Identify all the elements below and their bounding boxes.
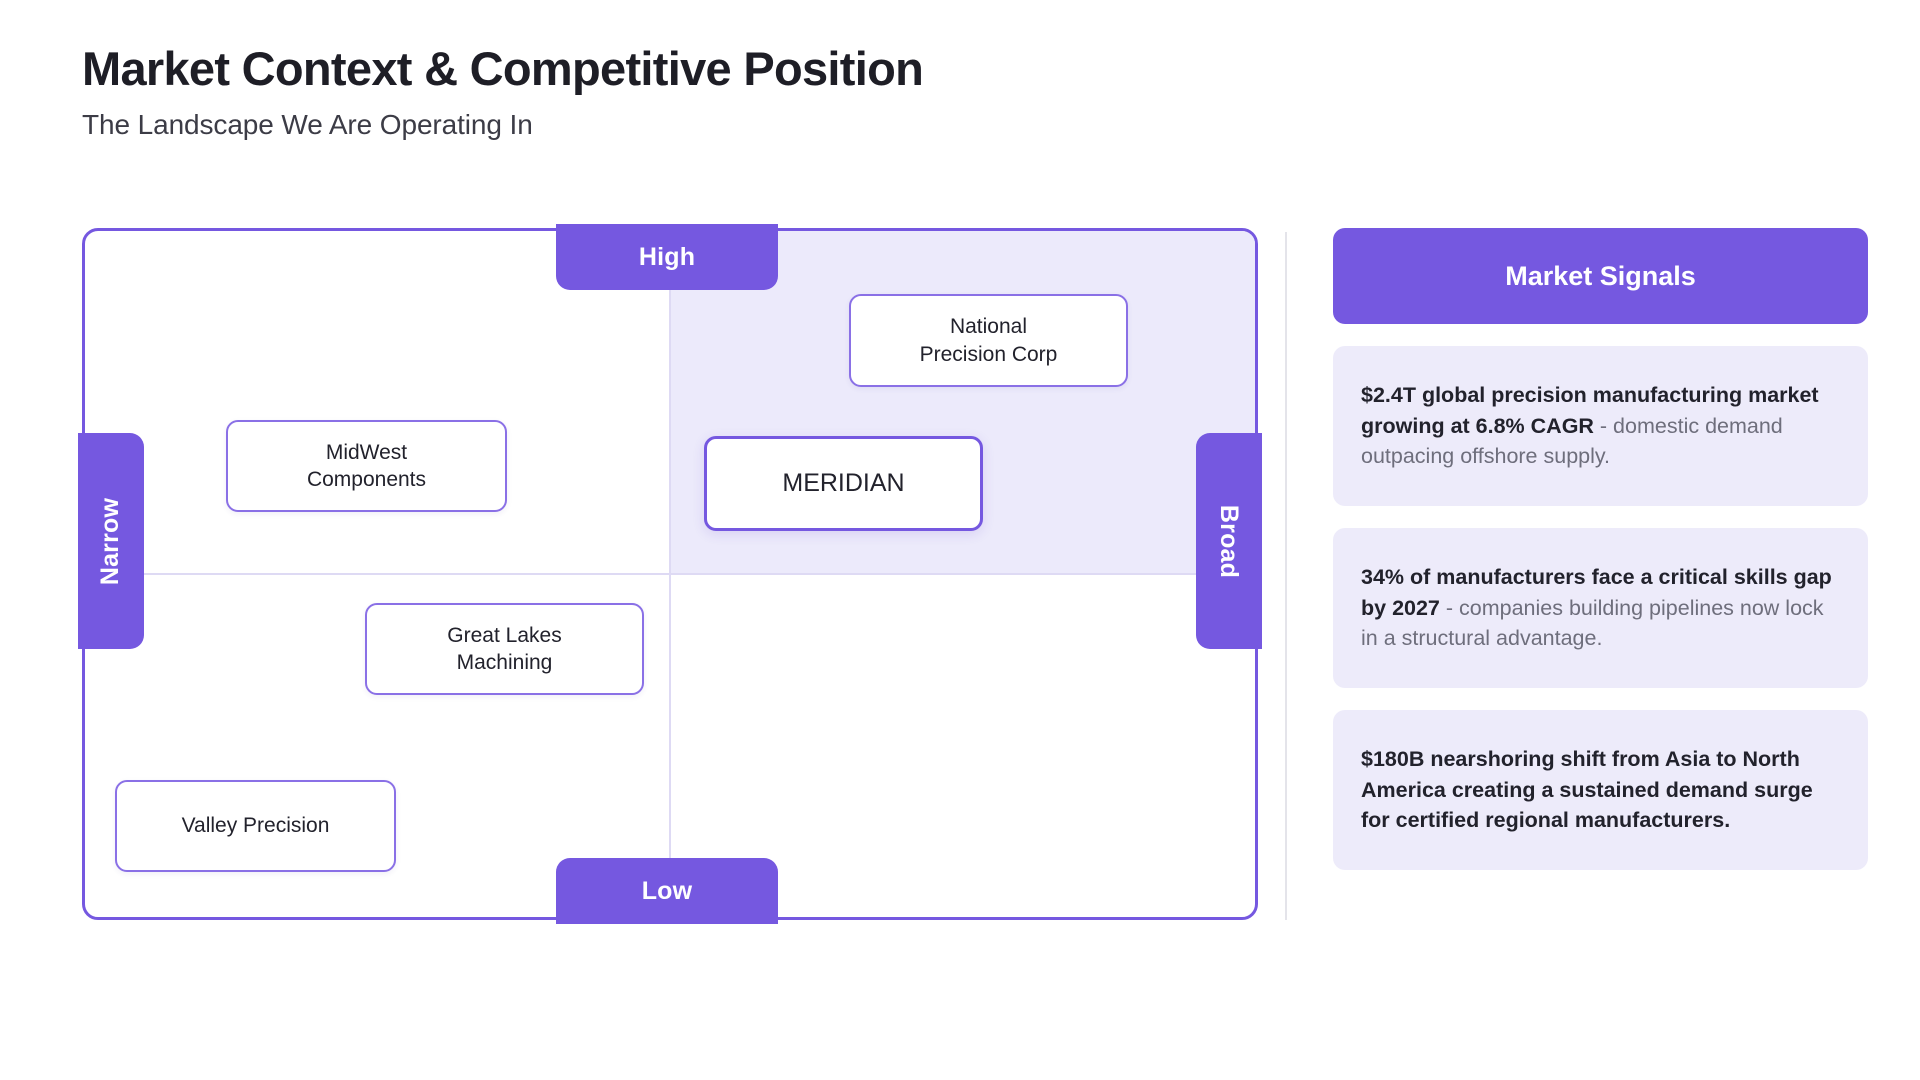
market-signals-panel: Market Signals $2.4T global precision ma…: [1333, 228, 1868, 870]
company-box-midwest-components[interactable]: MidWest Components: [226, 420, 507, 512]
axis-label-high-text: High: [638, 242, 696, 271]
company-box-valley-precision[interactable]: Valley Precision: [115, 780, 396, 872]
axis-label-broad: Broad: [1196, 433, 1262, 649]
competitive-positioning-matrix: High Low Narrow Broad National Precision…: [78, 224, 1262, 924]
axis-label-high: High: [556, 224, 778, 290]
market-signal-card[interactable]: $180B nearshoring shift from Asia to Nor…: [1333, 710, 1868, 870]
company-box-national-precision-corp[interactable]: National Precision Corp: [849, 294, 1128, 387]
axis-label-low: Low: [556, 858, 778, 924]
market-signal-lead: $2.4T global precision manufacturing mar…: [1361, 383, 1819, 438]
panel-divider: [1285, 232, 1287, 920]
market-signals-title: Market Signals: [1505, 260, 1696, 291]
slide-header: Market Context & Competitive Position Th…: [82, 42, 1382, 142]
market-signal-text: 34% of manufacturers face a critical ski…: [1361, 562, 1840, 654]
axis-label-narrow-text: Narrow: [96, 497, 125, 585]
market-signal-card[interactable]: 34% of manufacturers face a critical ski…: [1333, 528, 1868, 688]
axis-label-broad-text: Broad: [1215, 504, 1244, 578]
market-signal-lead: 34% of manufacturers face a critical ski…: [1361, 565, 1832, 620]
axis-label-narrow: Narrow: [78, 433, 144, 649]
market-signal-text: $180B nearshoring shift from Asia to Nor…: [1361, 744, 1840, 836]
company-box-great-lakes-machining[interactable]: Great Lakes Machining: [365, 603, 644, 695]
axis-label-low-text: Low: [641, 876, 693, 905]
market-signal-lead: $180B nearshoring shift from Asia to Nor…: [1361, 747, 1813, 833]
market-signal-text: $2.4T global precision manufacturing mar…: [1361, 380, 1840, 472]
market-signals-header: Market Signals: [1333, 228, 1868, 324]
matrix-horizontal-axis-line: [85, 573, 1255, 575]
page-subtitle: The Landscape We Are Operating In: [82, 109, 533, 141]
company-box-meridian[interactable]: MERIDIAN: [704, 436, 983, 531]
page-title: Market Context & Competitive Position: [82, 42, 924, 95]
market-signal-card[interactable]: $2.4T global precision manufacturing mar…: [1333, 346, 1868, 506]
market-signal-rest: - companies building pipelines now lock …: [1361, 595, 1824, 651]
market-signal-rest: - domestic demand outpacing offshore sup…: [1361, 413, 1783, 469]
